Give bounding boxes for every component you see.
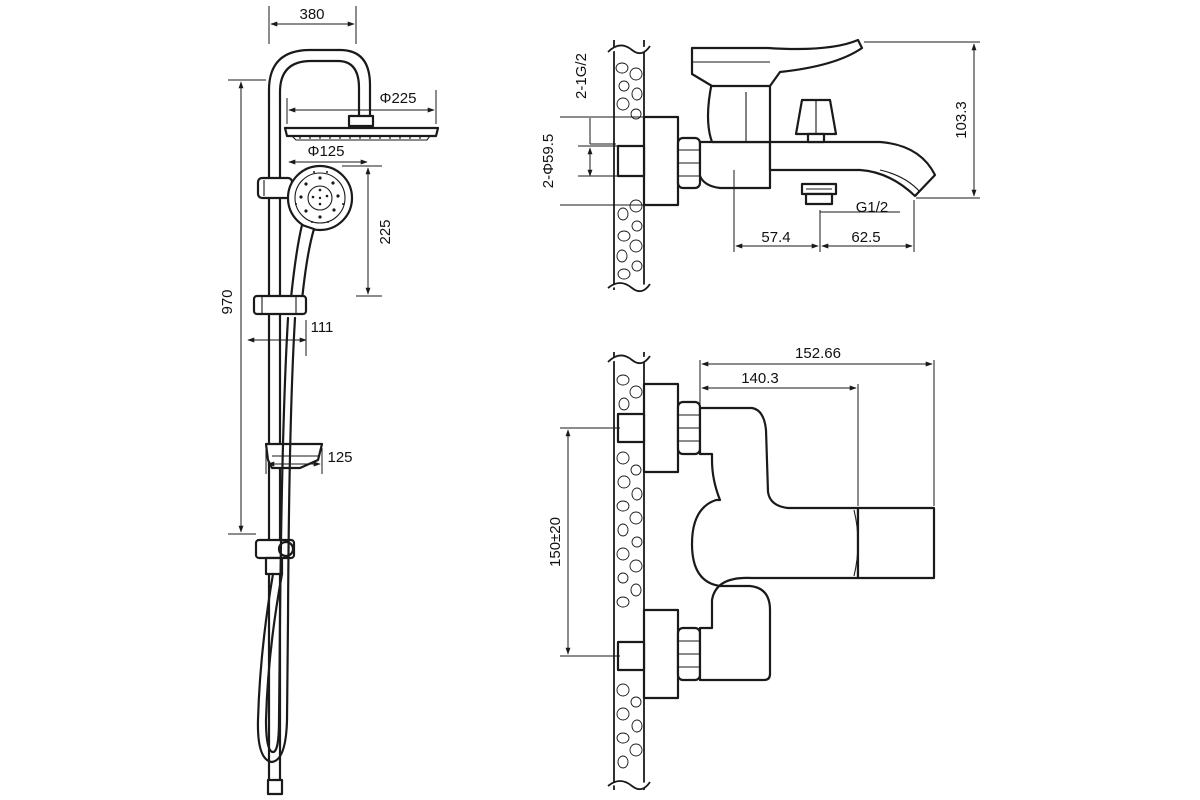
shower-set-drawing: 380 Φ225 Φ125 225 970 111 125 — [219, 6, 440, 796]
dim-62-5-label: 62.5 — [851, 229, 880, 246]
wall-flange-upper — [642, 382, 680, 474]
eccentric-upper — [616, 412, 646, 444]
dim-125-shelf-label: 125 — [327, 449, 352, 466]
dim-225-vertical-label: 225 — [377, 219, 394, 244]
shower-arm-inner — [278, 59, 361, 124]
dim-111-label: 111 — [311, 319, 334, 336]
upper-rail-bracket — [256, 176, 294, 200]
dim-380-label: 380 — [299, 6, 324, 23]
dim-150-20-label: 150±20 — [547, 517, 564, 567]
eccentric-lower — [616, 640, 646, 672]
wall-section-bottom — [607, 352, 651, 791]
shower-hose-outer — [256, 316, 297, 764]
dim-57-4-label: 57.4 — [761, 229, 790, 246]
mixer-body-side — [698, 140, 772, 190]
eccentric-connector-top — [616, 144, 646, 178]
mixer-lever-side — [690, 38, 864, 88]
cartridge-housing — [706, 80, 772, 144]
diverter-stem — [806, 132, 826, 144]
dim-103-3-label: 103.3 — [953, 101, 970, 139]
hand-shower — [286, 164, 354, 302]
bottom-nut — [266, 778, 284, 796]
wall-section-top — [607, 40, 651, 293]
dim-225-diameter-label: Φ225 — [380, 90, 417, 107]
wall-flange-top — [642, 115, 680, 207]
mixer-side-view: 2-1G/2 2-Φ59.5 103.3 G1/2 57.4 62.5 — [540, 38, 980, 293]
wall-flange-lower — [642, 608, 680, 700]
dim-970-label: 970 — [219, 289, 236, 314]
shower-arm-outer — [267, 48, 372, 124]
outlet-thread-label: G1/2 — [856, 199, 889, 216]
rain-head — [283, 126, 440, 138]
thread-size-label: 2-1G/2 — [573, 53, 590, 99]
dim-152-66-label: 152.66 — [795, 345, 841, 362]
dim-140-3-label: 140.3 — [741, 370, 779, 387]
mixer-lever-top — [856, 506, 936, 580]
hand-shower-slider — [252, 294, 308, 316]
rain-head-connector — [347, 114, 375, 128]
rain-head-nozzles — [299, 137, 421, 139]
mixer-spout-side — [768, 140, 937, 198]
flange-diameter-label: 2-Φ59.5 — [540, 134, 557, 189]
rain-head-nozzle-plate — [290, 135, 432, 141]
mixer-body-top — [690, 406, 860, 682]
mixer-top-view: 152.66 140.3 150±20 — [547, 345, 936, 791]
shower-hose-inner — [264, 316, 290, 754]
dim-125-diameter-label: Φ125 — [308, 143, 345, 160]
